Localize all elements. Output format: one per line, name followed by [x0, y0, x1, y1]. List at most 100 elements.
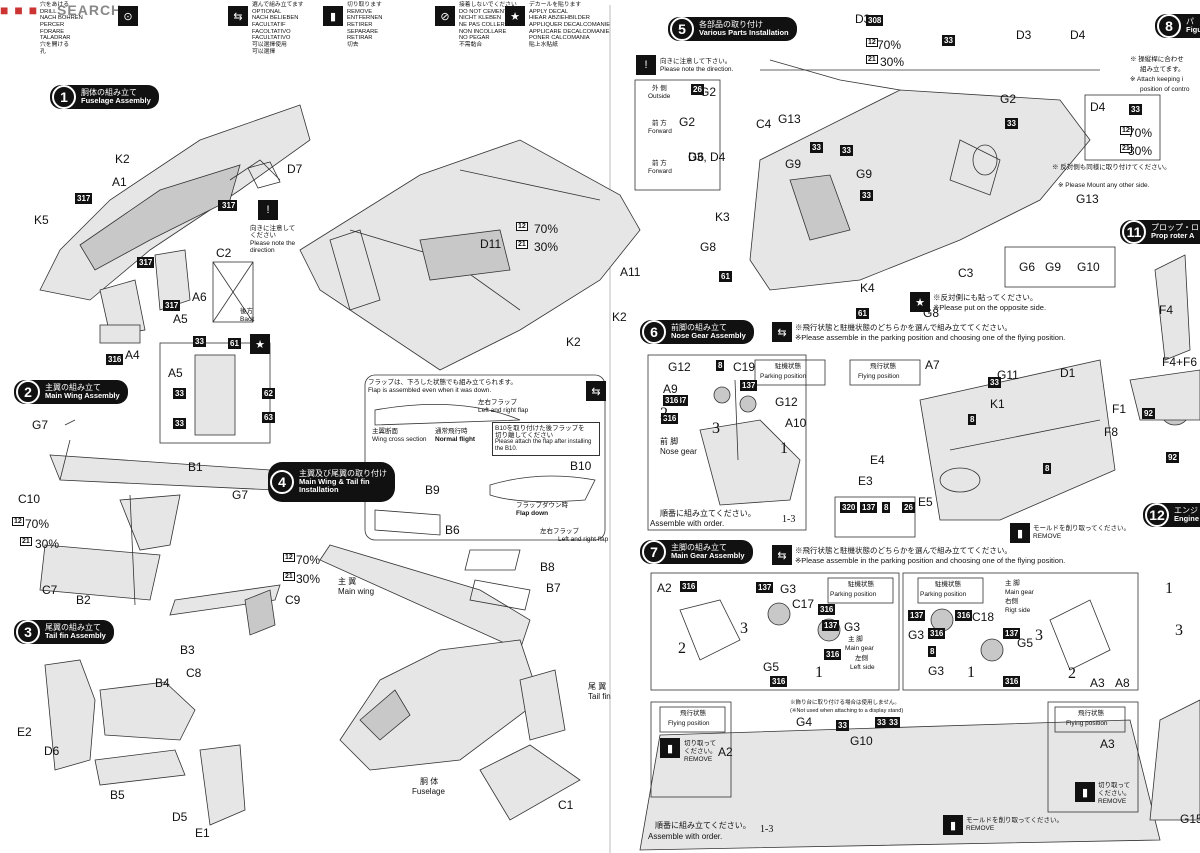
step-11-jp: プロップ・ロ [1151, 222, 1199, 232]
part-label-s5: 33 [840, 145, 853, 156]
step-5-jp: 各部品の取り付け [699, 19, 763, 29]
part-label-s3: E1 [195, 826, 210, 840]
part-label-s3: D5 [172, 810, 188, 824]
right-jp: 右側 [1005, 598, 1018, 605]
legend-line: RETIRER [347, 21, 373, 28]
cut-en-3: REMOVE [1098, 798, 1127, 805]
part-label-s2: G7 [232, 488, 249, 502]
part-label-s7: 316 [770, 676, 788, 687]
legend-line: FORARE [40, 28, 65, 35]
drill-icon: ⊙ [118, 6, 138, 26]
part-label-s7: A3 [1090, 676, 1105, 690]
part-label-s5: G9 [785, 157, 802, 171]
step-1-number: 1 [52, 85, 76, 109]
part-label-s1: 316 [106, 354, 124, 365]
flap-callout-frame [364, 374, 606, 541]
nose-gear-en: Nose gear [660, 447, 697, 456]
legend-line: SEPARARE [347, 28, 379, 35]
pilot-en2: position of contro [1140, 86, 1190, 93]
part-label-s5: G2 [1000, 92, 1017, 106]
decal-icon: ★ [505, 6, 525, 26]
remove-icon: ▮ [1010, 523, 1030, 543]
nose-gear-jp: 前 脚 [660, 437, 679, 446]
order-range: 1-3 [782, 514, 796, 525]
part-label-s2: B3 [180, 643, 195, 657]
part-label-s1: A5 [168, 366, 183, 380]
part-label-s7: 137 [822, 620, 840, 631]
cut-icon-a2: ▮ [660, 738, 680, 758]
normal-flight-en: Normal flight [435, 436, 476, 443]
part-label-s5: G9 [1045, 260, 1062, 274]
legend-line: REMOVE [347, 8, 373, 15]
cut-en: REMOVE [684, 756, 713, 763]
wheel-left [767, 602, 791, 626]
order-mark: 2 [660, 405, 668, 422]
part-label-s2: 21 [283, 572, 295, 581]
wing-cs-en: Wing cross section [372, 436, 427, 443]
step-1-jp: 胴体の組み立て [81, 87, 137, 97]
part-label-s7: 137 [1003, 628, 1021, 639]
watermark-logo-icon: ■ ■ ■ [0, 2, 39, 18]
part-label-s6: 137 [740, 380, 758, 391]
wing-section-flapdown [489, 475, 596, 503]
back-label-jp: 後方 [240, 308, 253, 315]
part-label-s1: A4 [125, 348, 140, 362]
b10-note-en1: Please attach the flap after installing [495, 439, 592, 445]
part-label-s1: 62 [262, 388, 275, 399]
legend-line: DRILL [40, 8, 57, 15]
flapdown-jp: フラップダウン時 [516, 502, 568, 509]
not-used-jp: ※飾り台に取り付ける場合は使用しません。 [790, 700, 900, 706]
part-label-s5: 70% [1128, 126, 1153, 140]
step-6-number: 6 [642, 320, 666, 344]
part-label-s2: B1 [188, 460, 203, 474]
part-label-s5: D3, D4 [688, 150, 726, 164]
legend-line: 可以選擇使用 [252, 41, 287, 48]
part-label-s2: C10 [18, 492, 41, 506]
part-label-s5: G6 [688, 150, 705, 164]
part-label-s7: G3 [908, 628, 925, 642]
step-4-number: 4 [270, 470, 294, 494]
part-label-s2: G7 [32, 418, 49, 432]
part-label-s1: C2 [216, 246, 232, 260]
legend-line: RETIRAR [347, 35, 373, 42]
note-direction-en1: Please note the [250, 239, 296, 247]
step-5-number: 5 [670, 17, 694, 41]
part-label-right: G15 [1180, 812, 1200, 826]
lr-flap-en: Left and right flap [478, 407, 529, 414]
step-11-en: Prop roter A [1151, 230, 1195, 240]
flying-jp-3: 飛行状態 [1078, 710, 1104, 717]
step-6-jp: 前脚の組み立て [671, 322, 727, 332]
lr-flap-en-2: Left and right flap [558, 536, 609, 543]
d4-inset-frame [1084, 94, 1161, 161]
part-label-s6: 8 [968, 414, 977, 425]
part-label-s6: A10 [785, 416, 807, 430]
part-label-s3: D6 [44, 744, 60, 758]
part-label-s7: 316 [824, 649, 842, 660]
remove-en-2: REMOVE [966, 825, 995, 832]
part-label-s5: C4 [756, 117, 772, 131]
legend-line: 穴をあける [40, 2, 69, 8]
part-label-s5: 21 [866, 55, 878, 64]
cut-jp: 切り取って [684, 740, 717, 747]
part-label-s1: 33 [173, 388, 186, 399]
part-label-right: F8 [1104, 425, 1119, 439]
decal-star-icon-2: ★ [910, 292, 930, 312]
part-label-s4: B10 [570, 459, 592, 473]
part-label-s1: D7 [287, 162, 303, 176]
part-label-s5: G10 [1077, 260, 1100, 274]
legend-line: APPLICARE DECALCOMANIE [529, 28, 610, 35]
legend-line: 切去 [347, 41, 359, 48]
flapdown-en: Flap down [516, 510, 549, 517]
step-2-jp: 主翼の組み立て [45, 382, 101, 392]
part-label-s5: 12 [1120, 126, 1132, 135]
part-label-s1: 61 [228, 338, 241, 349]
part-label-s5: 61 [719, 271, 732, 282]
part-label-s4: B6 [445, 523, 460, 537]
order-mark: 1 [1165, 580, 1173, 597]
legend-line: FACULTATIVO [252, 35, 291, 42]
part-label-s1: K2 [566, 335, 581, 349]
